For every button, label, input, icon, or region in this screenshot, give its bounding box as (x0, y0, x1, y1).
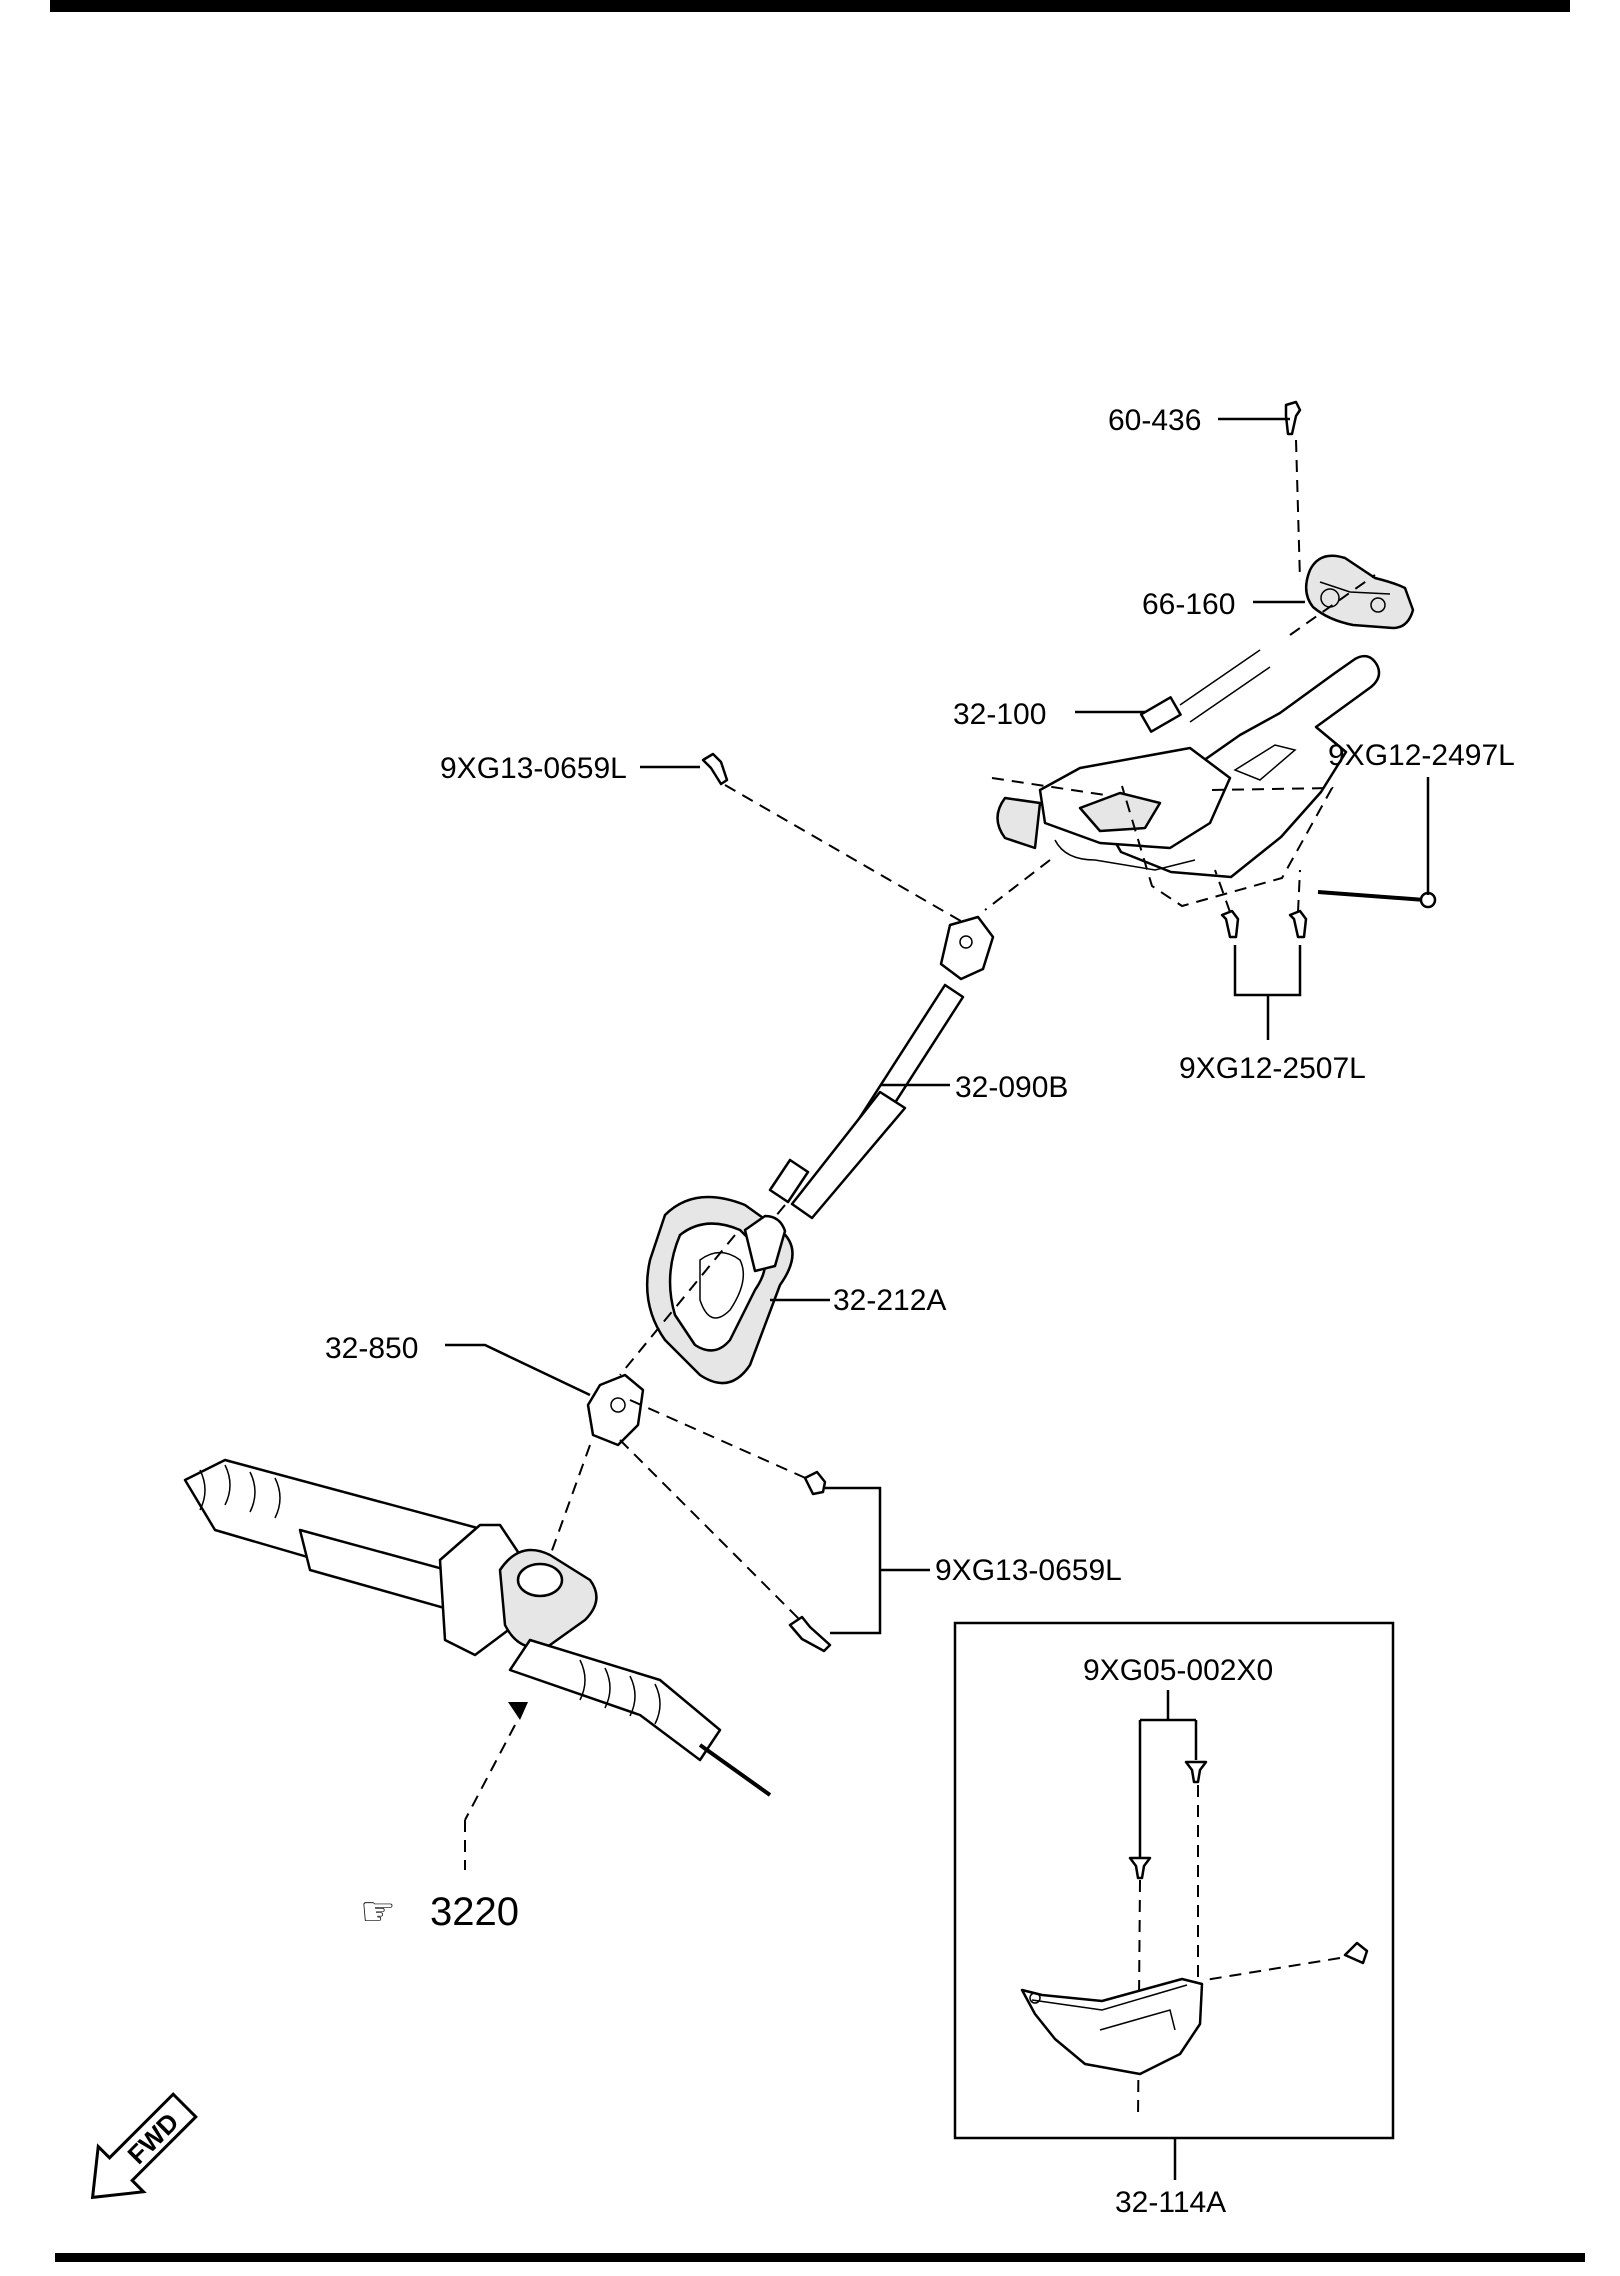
part-9xg13-0659l-lower (788, 1470, 930, 1653)
label-66-160: 66-160 (1142, 588, 1235, 621)
part-9xg12-2507l (1214, 869, 1308, 1040)
fwd-arrow-icon: FWD (90, 2092, 198, 2200)
part-32-850 (445, 1343, 811, 1621)
part-9xg12-2497l (1317, 777, 1437, 909)
reference-page: 3220 (430, 1890, 519, 1934)
label-9xg13-0659l-upper: 9XG13-0659L (440, 752, 627, 785)
pointing-hand-icon: ☞ (360, 1890, 396, 1934)
label-9xg05-002x0: 9XG05-002X0 (1083, 1654, 1273, 1687)
part-9xg13-0659l-upper (640, 752, 986, 936)
bottom-rule (55, 2253, 1585, 2262)
reference-3220: ☞ 3220 (360, 1890, 519, 1934)
part-32-090b (759, 915, 995, 1236)
part-60-436 (1218, 400, 1302, 581)
part-32-100 (984, 649, 1381, 911)
label-32-850: 32-850 (325, 1332, 418, 1365)
label-9xg13-0659l-lower: 9XG13-0659L (935, 1554, 1122, 1587)
label-9xg12-2507l: 9XG12-2507L (1179, 1052, 1366, 1085)
steering-gear (183, 1444, 772, 1870)
part-32-212a (619, 1195, 830, 1385)
inset-box (953, 1621, 1395, 2140)
top-rule (50, 0, 1570, 12)
label-32-212a: 32-212A (833, 1284, 946, 1317)
label-32-114a: 32-114A (1115, 2186, 1226, 2219)
label-60-436: 60-436 (1108, 404, 1201, 437)
part-66-160 (1253, 554, 1415, 636)
label-32-100: 32-100 (953, 698, 1046, 731)
label-9xg12-2497l: 9XG12-2497L (1328, 739, 1515, 772)
part-32-114a (1020, 1977, 1204, 2076)
label-32-090b: 32-090B (955, 1071, 1068, 1104)
